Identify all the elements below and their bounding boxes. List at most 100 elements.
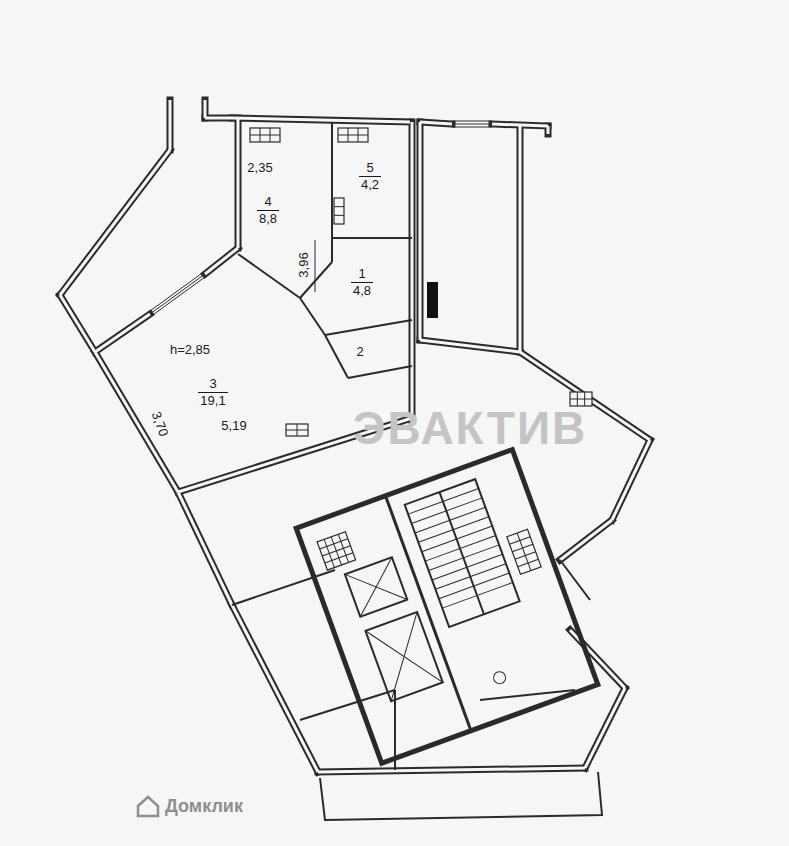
stair-tread [412,498,482,524]
room: 48,8 [257,194,279,227]
outer-wall [492,124,548,126]
shaft [317,532,355,570]
dimension: 3,70 [148,409,172,438]
shaft-grid [570,399,592,400]
window [150,271,205,311]
wall-core [60,150,170,295]
logo-icon [138,797,158,816]
wall-core [178,492,232,605]
partition-wall [238,254,300,298]
redaction [427,282,438,318]
partition-wall [331,122,333,238]
window [150,274,205,314]
walls [60,100,650,820]
outer-wall [318,768,585,772]
wall-core [232,118,410,122]
window [452,124,492,125]
outer-wall [409,122,416,420]
shaft-grid [334,215,344,216]
outer-wall [585,688,625,768]
watermark: ЭВАКТИВ [353,403,587,453]
outer-wall [95,314,150,352]
elevator-cross [345,557,407,616]
outer-wall [95,352,178,492]
room-area: 4,8 [351,283,373,299]
outer-wall [612,440,650,520]
partition-wall [325,320,412,335]
shaft [286,424,308,436]
room: 14,8 [351,266,373,299]
stair-tread [442,582,512,608]
stairs [405,479,520,627]
wall-core [519,126,522,352]
room-number: 1 [351,266,373,283]
wall-core [60,295,95,352]
shaft-grid [320,539,348,549]
partition-wall [300,298,325,335]
shaft [507,529,541,574]
wall-core [204,100,207,118]
wall-core [205,117,232,120]
outer-wall [420,122,452,124]
shaft [334,198,344,224]
outer-wall [205,248,238,274]
wall-core [419,122,422,340]
outer-wall [205,115,232,122]
window [452,121,492,122]
shaft-grid [338,135,368,136]
shaft [250,128,280,142]
elevator [345,557,407,616]
outer-wall [232,605,318,772]
wall-core [492,124,548,126]
partition-wall [331,238,333,262]
room-number: 2 [354,344,365,360]
wall-core [420,122,452,124]
stair-tread [418,517,488,543]
partition-wall [300,690,395,720]
dimension: 2,35 [247,160,272,176]
outer-wall [167,100,174,150]
stair-tread [425,535,495,561]
room-area: 4,2 [359,177,381,193]
shaft-grid [250,135,280,136]
outer-wall [420,340,520,352]
shaft-grid [322,546,350,556]
shaft-grid [515,552,536,560]
stair-tread [435,564,505,590]
partition-wall [348,366,412,378]
shaft [338,128,368,142]
stair-tread [429,545,499,571]
stair-tread [415,507,485,533]
stair-core [296,450,598,764]
wall-core [612,440,650,520]
window [150,277,205,317]
shaft-grid [512,544,533,552]
wall-core [547,126,550,134]
core-wall [296,450,598,764]
outer-wall [517,126,524,352]
outer-wall [417,122,424,340]
room: 319,1 [198,376,227,409]
partition-wall [332,237,412,239]
shaft-grid [334,206,344,207]
wall-core [585,688,625,768]
outer-wall [560,520,612,560]
stair-tread [422,526,492,552]
room-area: 8,8 [257,211,279,227]
wall-core [232,605,318,772]
outer-wall [60,295,95,352]
shaft-grid [325,553,353,563]
window [452,127,492,128]
room-number: 5 [359,160,381,177]
wall-core [95,352,178,492]
room-number: 4 [257,194,279,211]
wall-core [318,768,585,772]
watermark: Домклик [165,795,243,817]
stair-tread [432,554,502,580]
dimension-line [315,240,316,292]
outer-wall [235,118,242,248]
stair-tread [408,488,478,514]
room: 2 [354,344,365,360]
wall-core [560,520,612,560]
